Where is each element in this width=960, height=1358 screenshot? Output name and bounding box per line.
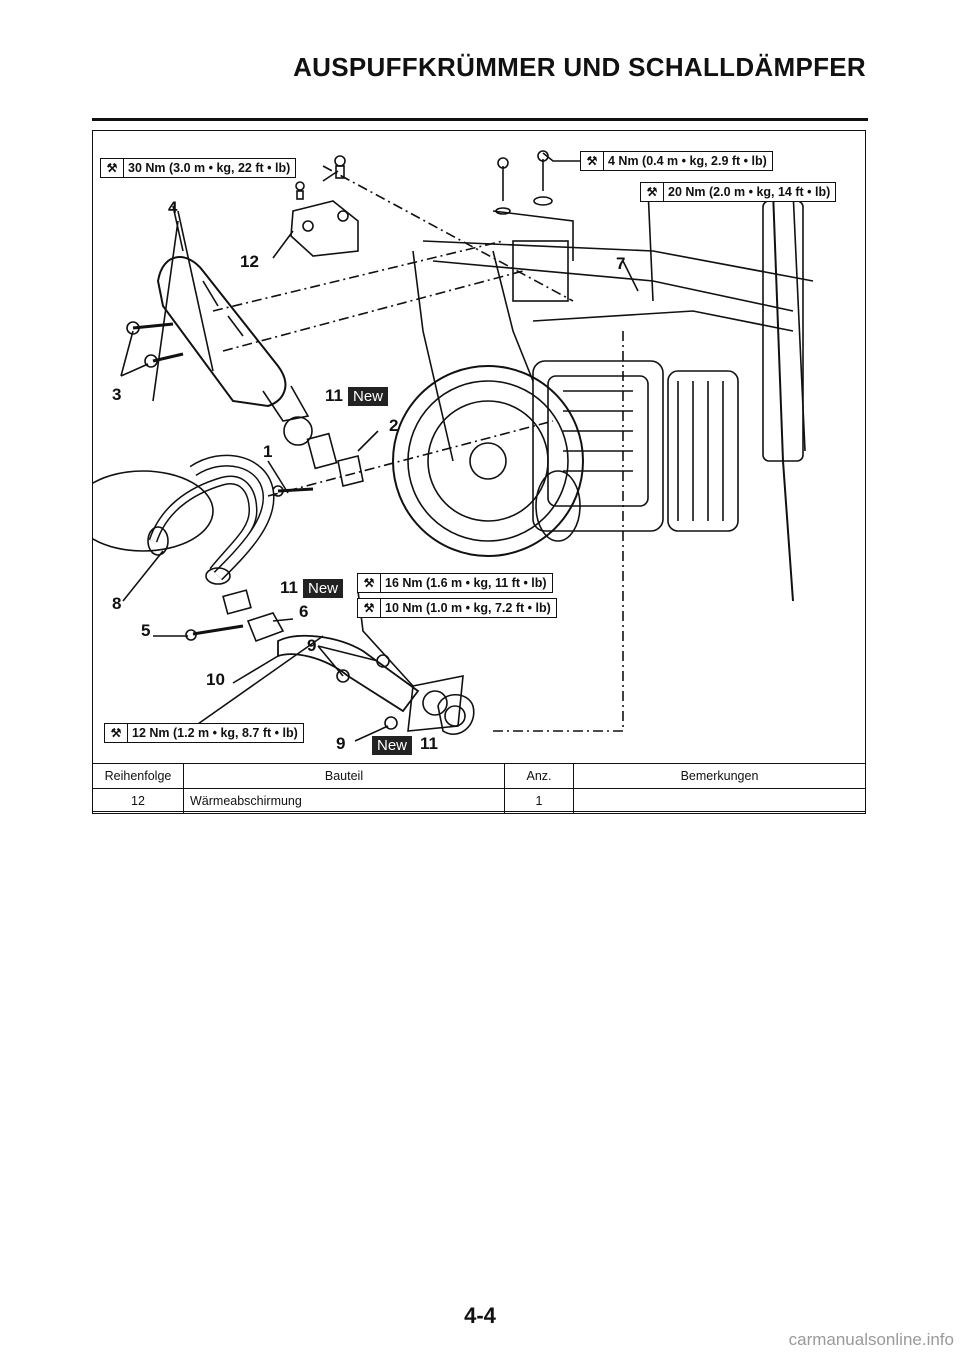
table-header: Anz.: [504, 763, 574, 789]
new-badge: New: [372, 736, 413, 755]
table-header-row: Reihenfolge Bauteil Anz. Bemerkungen: [92, 763, 866, 789]
table-cell: 1: [504, 788, 574, 814]
table-header: Bauteil: [183, 763, 505, 789]
page-number: 4-4: [464, 1303, 496, 1328]
torque-spec-16nm: ⚒ 16 Nm (1.6 m • kg, 11 ft • lb): [357, 573, 553, 593]
torque-spec-12nm: ⚒ 12 Nm (1.2 m • kg, 8.7 ft • lb): [104, 723, 304, 743]
callout-1: 1: [263, 442, 273, 461]
torque-spec-30nm: ⚒ 30 Nm (3.0 m • kg, 22 ft • lb): [100, 158, 297, 178]
callout-6: 6: [299, 602, 309, 621]
callout-12: 12: [240, 252, 259, 271]
wrench-icon: ⚒: [641, 183, 664, 201]
callout-4: 4: [168, 198, 178, 217]
wrench-icon: ⚒: [101, 159, 124, 177]
torque-spec-4nm: ⚒ 4 Nm (0.4 m • kg, 2.9 ft • lb): [580, 151, 773, 171]
torque-text: 20 Nm (2.0 m • kg, 14 ft • lb): [668, 185, 831, 199]
callout-8: 8: [112, 594, 122, 613]
callout-9-upper: 9: [307, 636, 317, 655]
callout-11-mid: 11: [280, 578, 298, 597]
parts-table: Reihenfolge Bauteil Anz. Bemerkungen 12 …: [92, 763, 866, 814]
wrench-icon: ⚒: [105, 724, 128, 742]
new-badge: New: [303, 579, 344, 598]
torque-text: 30 Nm (3.0 m • kg, 22 ft • lb): [128, 161, 291, 175]
wrench-icon: ⚒: [358, 599, 381, 617]
torque-spec-10nm: ⚒ 10 Nm (1.0 m • kg, 7.2 ft • lb): [357, 598, 557, 618]
wrench-icon: ⚒: [581, 152, 604, 170]
torque-text: 10 Nm (1.0 m • kg, 7.2 ft • lb): [385, 601, 551, 615]
callout-9-lower: 9: [336, 734, 346, 753]
exhaust-exploded-diagram: [93, 150, 814, 742]
page-title: AUSPUFFKRÜMMER UND SCHALLDÄMPFER: [293, 52, 866, 82]
torque-spec-20nm: ⚒ 20 Nm (2.0 m • kg, 14 ft • lb): [640, 182, 837, 202]
watermark: carmanualsonline.info: [788, 1330, 954, 1349]
table-row: 12 Wärmeabschirmung 1: [92, 788, 866, 814]
table-cell: Wärmeabschirmung: [183, 788, 505, 814]
torque-text: 12 Nm (1.2 m • kg, 8.7 ft • lb): [132, 726, 298, 740]
table-header: Reihenfolge: [92, 763, 184, 789]
callout-5: 5: [141, 621, 151, 640]
wrench-icon: ⚒: [358, 574, 381, 592]
callout-10: 10: [206, 670, 225, 689]
torque-text: 4 Nm (0.4 m • kg, 2.9 ft • lb): [608, 154, 767, 168]
table-cell: 12: [92, 788, 184, 814]
torque-text: 16 Nm (1.6 m • kg, 11 ft • lb): [385, 576, 547, 590]
new-badge: New: [348, 387, 389, 406]
callout-11-top: 11: [325, 386, 343, 405]
header-rule: [92, 118, 868, 121]
callout-11-bottom: 11: [420, 734, 438, 753]
callout-7: 7: [616, 254, 626, 273]
table-cell: [573, 788, 866, 814]
table-header: Bemerkungen: [573, 763, 866, 789]
callout-2: 2: [389, 416, 399, 435]
callout-3: 3: [112, 385, 122, 404]
